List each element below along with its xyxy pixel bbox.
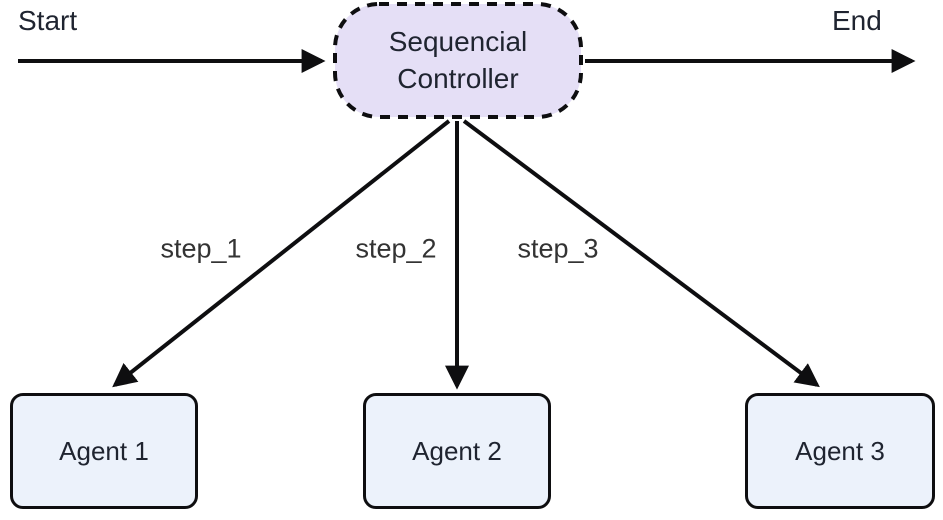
edge-label-step-3: step_3 bbox=[514, 233, 602, 265]
agent-1-label: Agent 1 bbox=[59, 435, 149, 466]
agent-3-node: Agent 3 bbox=[745, 393, 935, 509]
agent-1-node: Agent 1 bbox=[10, 393, 198, 509]
agent-2-node: Agent 2 bbox=[363, 393, 551, 509]
edge-step-1-arrow bbox=[112, 119, 451, 388]
edge-label-step-2: step_2 bbox=[352, 233, 440, 265]
sequencial-controller-node bbox=[333, 2, 583, 119]
end-label: End bbox=[832, 5, 882, 36]
edge-label-step-1: step_1 bbox=[157, 233, 245, 265]
agent-2-label: Agent 2 bbox=[412, 435, 502, 466]
start-label: Start bbox=[18, 5, 78, 36]
edge-step-3-arrow bbox=[462, 119, 820, 388]
agent-3-label: Agent 3 bbox=[795, 435, 885, 466]
